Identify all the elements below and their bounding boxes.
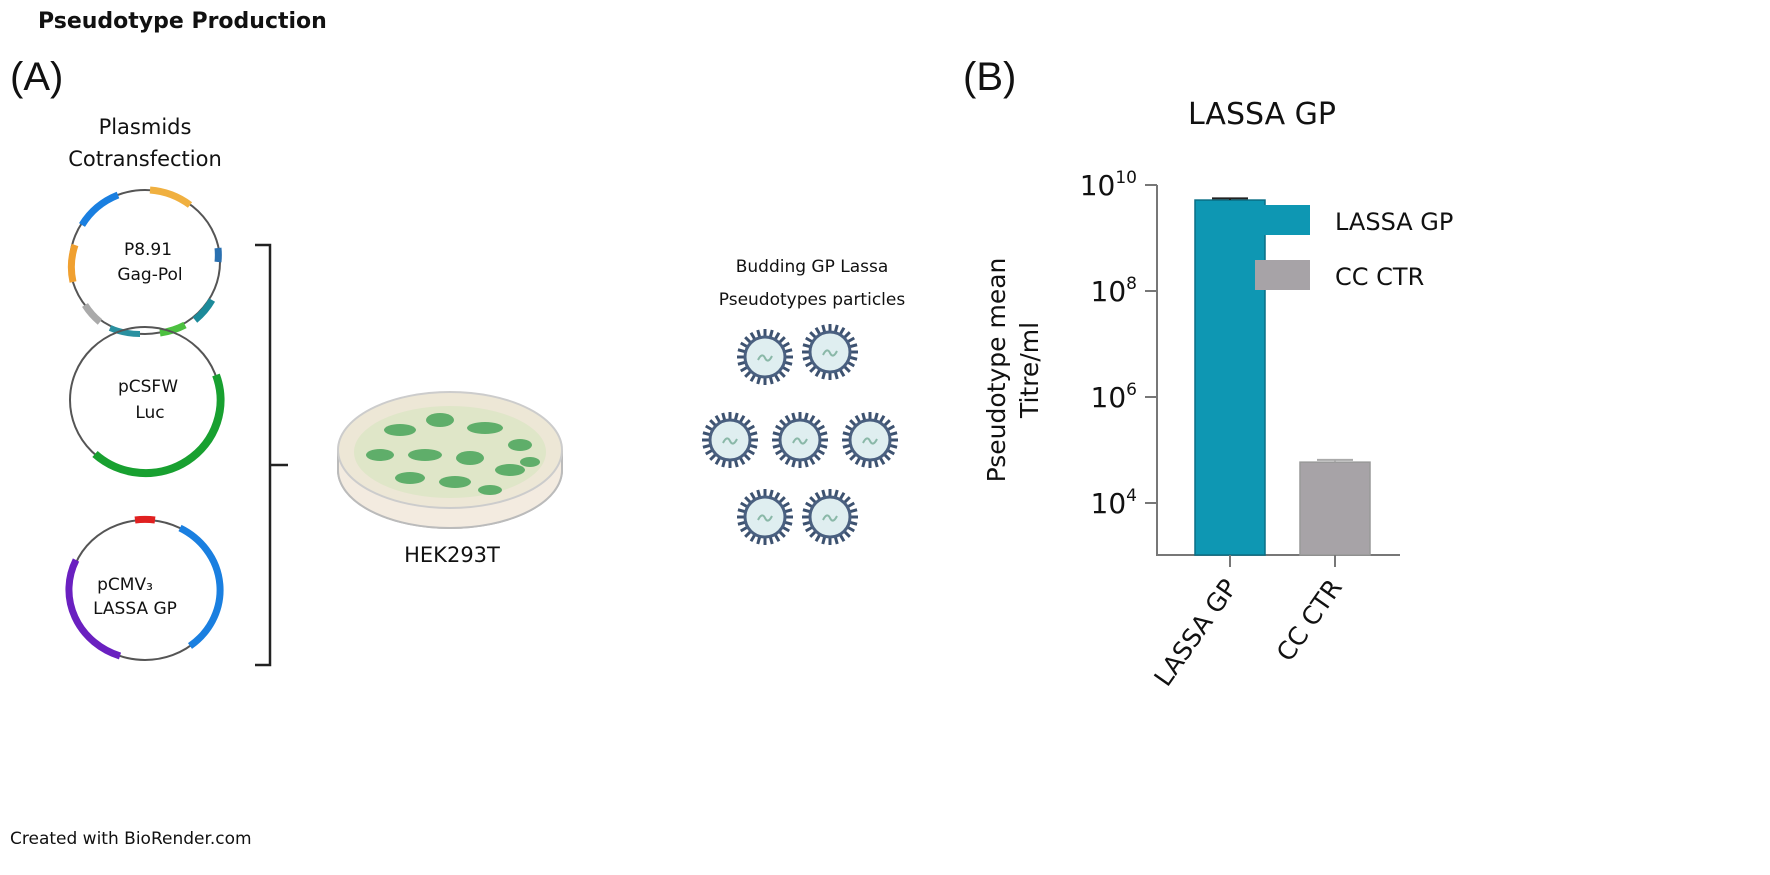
panel-b-label: (B)	[963, 55, 1016, 99]
virus-particle-icon	[772, 412, 828, 468]
virus-particle-icon	[737, 329, 793, 385]
cell-line-label: HEK293T	[404, 543, 500, 567]
particles-heading-line1: Budding GP Lassa	[736, 257, 889, 277]
petri-dish-icon	[337, 391, 563, 529]
y-tick-label: 106	[1091, 380, 1137, 414]
error-bar	[1317, 458, 1353, 463]
virus-particle-icon	[702, 412, 758, 468]
plasmids-heading-line1: Plasmids	[99, 115, 192, 139]
legend-label: LASSA GP	[1335, 208, 1453, 236]
plasmid-3-name-line2: LASSA GP	[93, 599, 177, 619]
bar-lassa-gp	[1194, 199, 1266, 556]
virus-particle-icon	[842, 412, 898, 468]
legend-swatch	[1255, 260, 1310, 290]
y-tick-label: 104	[1091, 486, 1137, 520]
plasmid-1-name-line1: P8.91	[124, 240, 172, 260]
virus-particle-icon	[802, 324, 858, 380]
x-tick-label: CC CTR	[1271, 574, 1348, 667]
chart-title: LASSA GP	[1188, 97, 1336, 132]
plasmid-3-name-line1: pCMV₃	[97, 575, 153, 595]
bracket	[255, 243, 288, 667]
plasmid-pcmv-lassa-icon	[65, 515, 224, 661]
plasmid-2-name-line1: pCSFW	[118, 377, 178, 397]
y-axis-label-line2: Titre/ml	[1015, 322, 1044, 419]
x-tick-label: LASSA GP	[1148, 574, 1242, 692]
legend-swatch	[1255, 205, 1310, 235]
y-axis-label-line1: Pseudotype mean	[982, 258, 1011, 483]
credit-text: Created with BioRender.com	[10, 829, 252, 849]
figure-title: Pseudotype Production	[38, 9, 327, 34]
bar-cc-ctr	[1299, 461, 1371, 556]
y-tick-label: 108	[1091, 274, 1137, 308]
particles-heading-line2: Pseudotypes particles	[719, 290, 906, 310]
virus-particle-icon	[737, 489, 793, 545]
pseudotype-particles	[702, 324, 898, 545]
plasmid-p891-icon	[67, 186, 222, 338]
plasmid-pcsfw-icon	[69, 326, 225, 478]
panel-a-label: (A)	[10, 55, 63, 99]
plasmid-1-name-line2: Gag-Pol	[117, 265, 182, 285]
legend-label: CC CTR	[1335, 263, 1424, 291]
y-tick-label: 1010	[1080, 168, 1137, 202]
virus-particle-icon	[802, 489, 858, 545]
plasmids-heading-line2: Cotransfection	[68, 147, 222, 171]
error-bar	[1212, 197, 1248, 201]
plasmid-2-name-line2: Luc	[135, 403, 164, 423]
